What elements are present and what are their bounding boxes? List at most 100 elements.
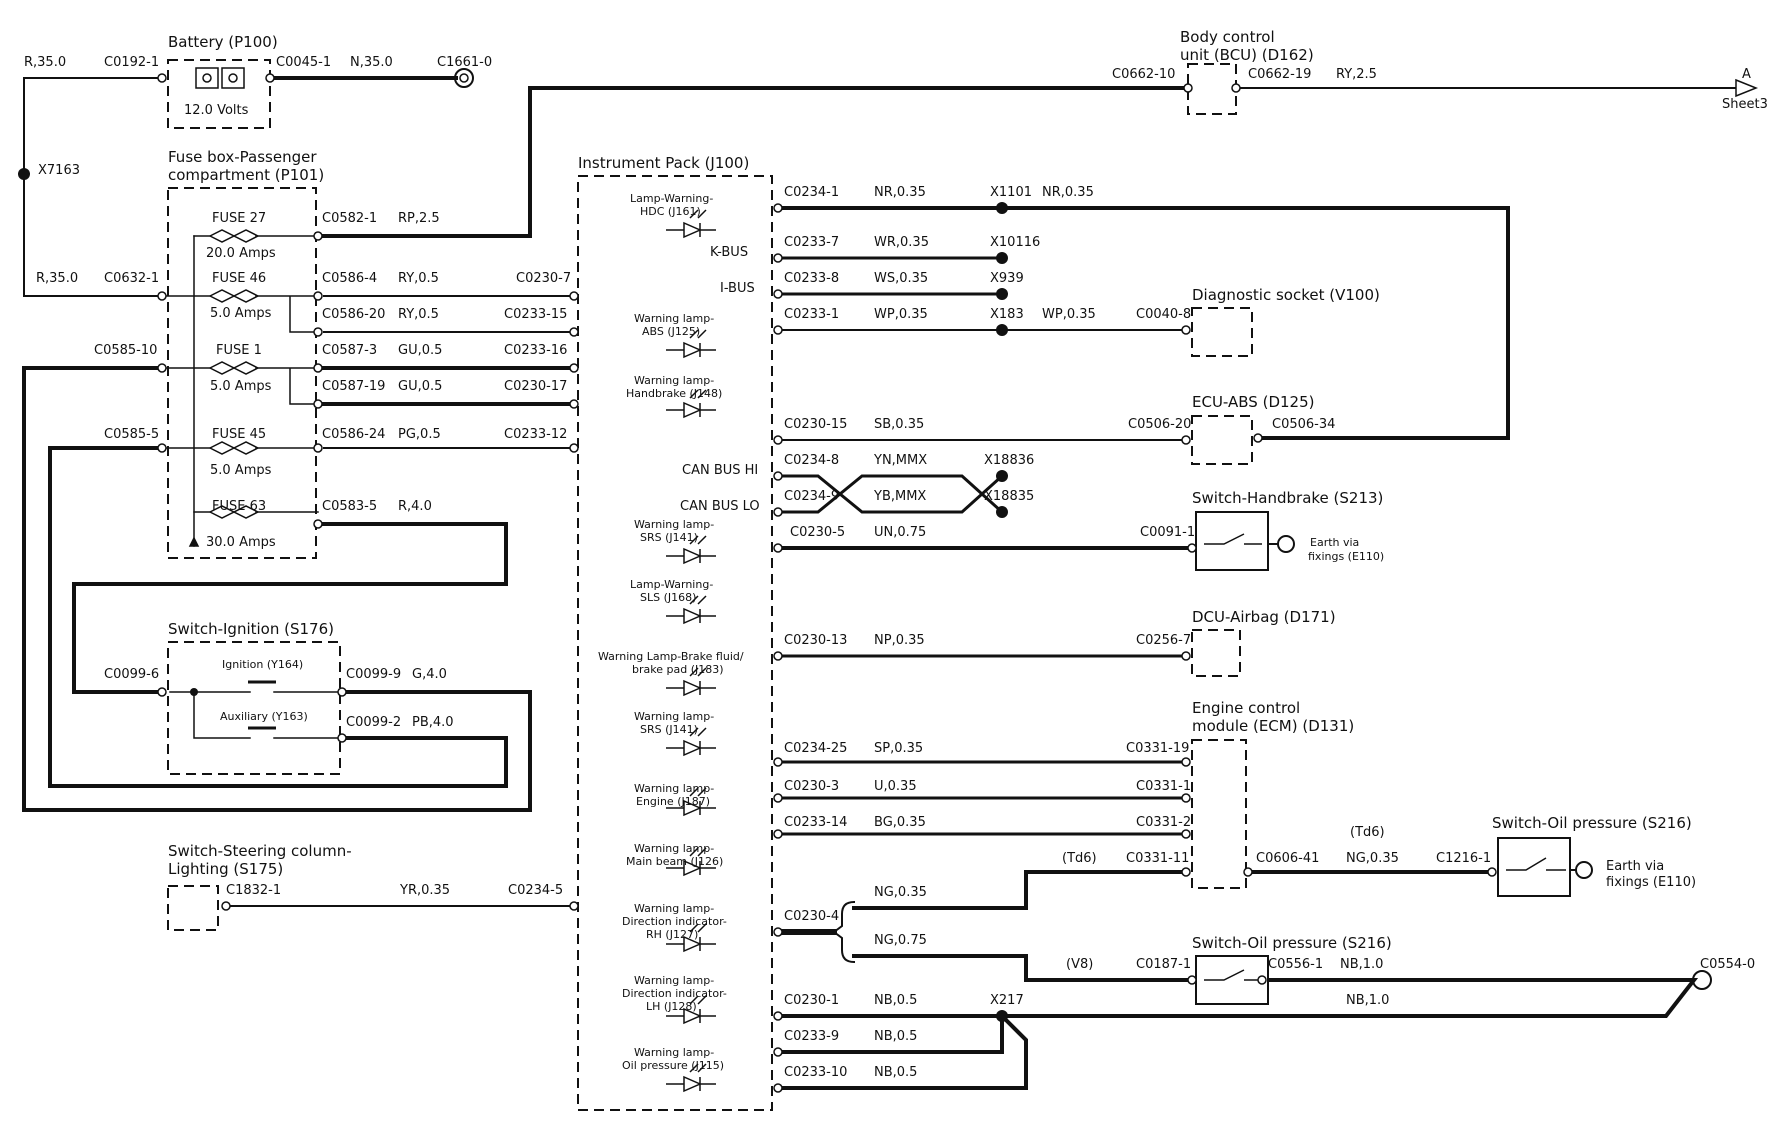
led-icon <box>666 1063 716 1093</box>
label: Direction indicator- <box>622 987 727 1000</box>
ecm-title: Engine control <box>1192 699 1300 717</box>
ground-arrow <box>188 536 200 547</box>
led-icon <box>666 209 716 239</box>
label: C1216-1 <box>1436 851 1491 866</box>
wire-nb05-c <box>776 1013 1028 1090</box>
steering-title: Switch-Steering column- <box>168 842 352 860</box>
label: Warning lamp- <box>634 1046 714 1059</box>
handbrake-title: Switch-Handbrake (S213) <box>1192 489 1383 507</box>
label: SLS (J168) <box>640 591 696 604</box>
label: 20.0 Amps <box>206 246 276 261</box>
fusebox-title: Fuse box-Passenger <box>168 148 317 166</box>
connector-pin <box>313 363 323 373</box>
connector-pin <box>569 901 579 911</box>
connector-pin <box>1243 867 1253 877</box>
steering-title: Lighting (S175) <box>168 860 283 878</box>
fuse-46-symbol <box>209 289 259 303</box>
wire-r40 <box>72 522 508 694</box>
label: X217 <box>990 993 1024 1008</box>
earth-handbrake <box>1277 535 1295 553</box>
label: C1832-1 <box>226 883 281 898</box>
label: 12.0 Volts <box>184 103 249 118</box>
label: C0230-5 <box>790 525 845 540</box>
label: FUSE 45 <box>212 427 266 442</box>
label: brake pad (J183) <box>632 663 724 676</box>
label: GU,0.5 <box>398 379 442 394</box>
label: C0233-14 <box>784 815 847 830</box>
diag-box <box>1191 307 1253 357</box>
label: RY,0.5 <box>398 307 439 322</box>
wire-can-hi <box>776 473 1005 514</box>
connector-pin <box>337 687 347 697</box>
label: SRS (J141) <box>640 531 698 544</box>
label: C0234-5 <box>508 883 563 898</box>
connector-pin <box>313 399 323 409</box>
earth-c0554 <box>1692 970 1712 990</box>
fusebox-box <box>167 187 317 559</box>
label: FUSE 1 <box>216 343 262 358</box>
label: C0585-5 <box>104 427 159 442</box>
label: C0230-7 <box>516 271 571 286</box>
connector-pin <box>1181 435 1191 445</box>
connector-pin <box>1181 757 1191 767</box>
battery-cell-1 <box>195 67 219 89</box>
battery-box <box>167 59 271 129</box>
connector-pin <box>773 435 783 445</box>
splice-x7163 <box>18 168 30 180</box>
wire-nb05-b <box>776 1014 1004 1054</box>
label: Auxiliary (Y163) <box>220 710 308 723</box>
label: Warning Lamp-Brake fluid/ <box>598 650 744 663</box>
connector-pin <box>313 519 323 529</box>
connector-pin <box>773 651 783 661</box>
ignition-node <box>190 688 198 696</box>
battery-title: Battery (P100) <box>168 33 278 51</box>
label: X10116 <box>990 235 1040 250</box>
label: Engine (J187) <box>636 795 710 808</box>
label: C0587-3 <box>322 343 377 358</box>
connector-pin <box>569 291 579 301</box>
label: Earth via <box>1310 536 1359 549</box>
connector-pin <box>773 1047 783 1057</box>
label: NR,0.35 <box>1042 185 1094 200</box>
label: C0331-1 <box>1136 779 1191 794</box>
label: C1661-0 <box>437 55 492 70</box>
label: C0587-19 <box>322 379 385 394</box>
label: R,35.0 <box>24 55 66 70</box>
label: C0583-5 <box>322 499 377 514</box>
label: C0230-1 <box>784 993 839 1008</box>
connector-pin <box>157 363 167 373</box>
wire-nb10 <box>1000 978 1699 1018</box>
label: Warning lamp- <box>634 782 714 795</box>
ignition-box <box>167 641 341 775</box>
connector-pin <box>569 327 579 337</box>
label: C0331-11 <box>1126 851 1189 866</box>
label: NB,1.0 <box>1340 957 1383 972</box>
connector-pin <box>773 543 783 553</box>
splice-x183 <box>996 324 1008 336</box>
label: C0556-1 <box>1268 957 1323 972</box>
label: C0233-12 <box>504 427 567 442</box>
label: 5.0 Amps <box>210 306 272 321</box>
oil-switch-1-symbol <box>1506 857 1566 871</box>
led-icon <box>666 787 716 817</box>
connector-pin <box>773 1011 783 1021</box>
label: Main beam (J126) <box>626 855 723 868</box>
label: RP,2.5 <box>398 211 440 226</box>
connector-pin <box>1181 793 1191 803</box>
sheet3-arrow <box>1735 78 1759 98</box>
label: X7163 <box>38 163 80 178</box>
label: C0233-9 <box>784 1029 839 1044</box>
earth-c1661 <box>454 68 474 88</box>
connector-pin <box>1181 325 1191 335</box>
fusebox-title: compartment (P101) <box>168 166 324 184</box>
connector-pin <box>265 73 275 83</box>
label: WP,0.35 <box>1042 307 1096 322</box>
bcu-title: unit (BCU) (D162) <box>1180 46 1314 64</box>
label: 5.0 Amps <box>210 463 272 478</box>
label: C0230-15 <box>784 417 847 432</box>
label: Ignition (Y164) <box>222 658 303 671</box>
label: C0099-2 <box>346 715 401 730</box>
label: C0586-4 <box>322 271 377 286</box>
fuse-45-symbol <box>209 441 259 455</box>
